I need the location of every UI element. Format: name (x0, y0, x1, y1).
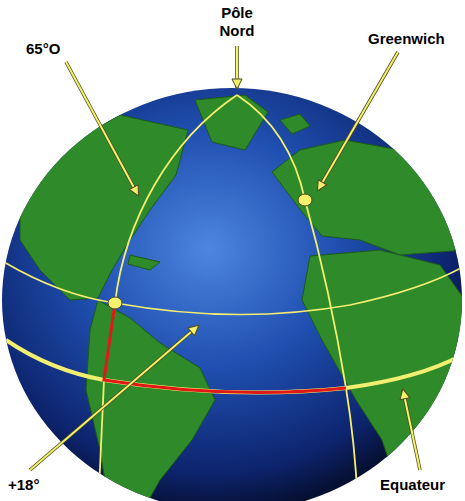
equator-label: Equateur (380, 476, 445, 494)
latitude-label: +18° (8, 476, 39, 494)
greenwich-dot (298, 194, 312, 206)
leader-lines (30, 46, 420, 470)
point-dot (108, 297, 122, 309)
meridian-label: 65°O (26, 40, 60, 58)
pole-label: Pôle Nord (202, 4, 272, 40)
grid-lines (4, 95, 462, 501)
greenwich-label: Greenwich (368, 30, 445, 48)
